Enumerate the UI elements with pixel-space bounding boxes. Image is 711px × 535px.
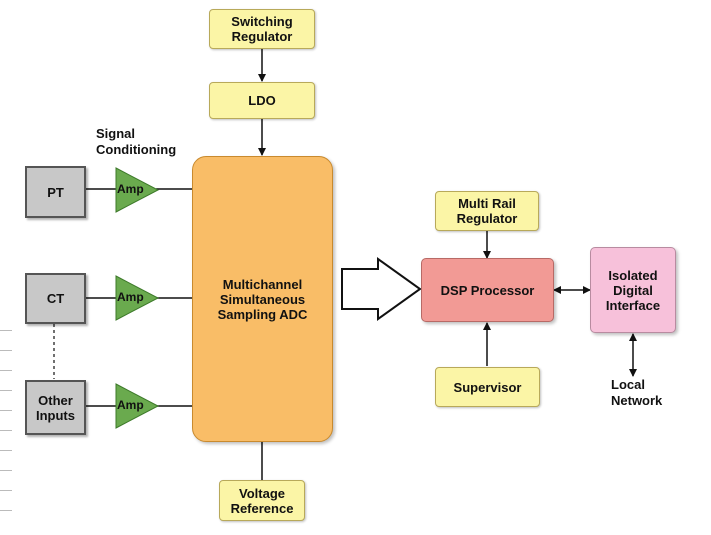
hollow-arrow-adc-to-dsp	[341, 257, 422, 321]
multi-rail-regulator-block: Multi Rail Regulator	[435, 191, 539, 231]
edge-mark	[0, 470, 12, 471]
edge-mark	[0, 390, 12, 391]
amp-triangle	[115, 383, 160, 429]
amp-triangle	[115, 167, 160, 213]
voltage-reference-block: Voltage Reference	[219, 480, 305, 521]
edge-mark	[0, 410, 12, 411]
edge-mark	[0, 490, 12, 491]
ct-block: CT	[25, 273, 86, 324]
signal-conditioning-label: Signal Conditioning	[96, 126, 177, 157]
amp-label: Amp	[117, 182, 144, 196]
dsp-processor-block: DSP Processor	[421, 258, 554, 322]
ldo-block: LDO	[209, 82, 315, 119]
supervisor-block: Supervisor	[435, 367, 540, 407]
edge-mark	[0, 350, 12, 351]
amp-triangle	[115, 275, 160, 321]
pt-block: PT	[25, 166, 86, 218]
amp-label: Amp	[117, 398, 144, 412]
edge-mark	[0, 450, 12, 451]
amp-label: Amp	[117, 290, 144, 304]
other-inputs-block: Other Inputs	[25, 380, 86, 435]
isolated-digital-interface-block: Isolated Digital Interface	[590, 247, 676, 333]
edge-mark	[0, 430, 12, 431]
switching-regulator-block: Switching Regulator	[209, 9, 315, 49]
edge-mark	[0, 510, 12, 511]
local-network-label: Local Network	[611, 377, 663, 408]
adc-block: Multichannel Simultaneous Sampling ADC	[192, 156, 333, 442]
edge-mark	[0, 330, 12, 331]
edge-mark	[0, 370, 12, 371]
